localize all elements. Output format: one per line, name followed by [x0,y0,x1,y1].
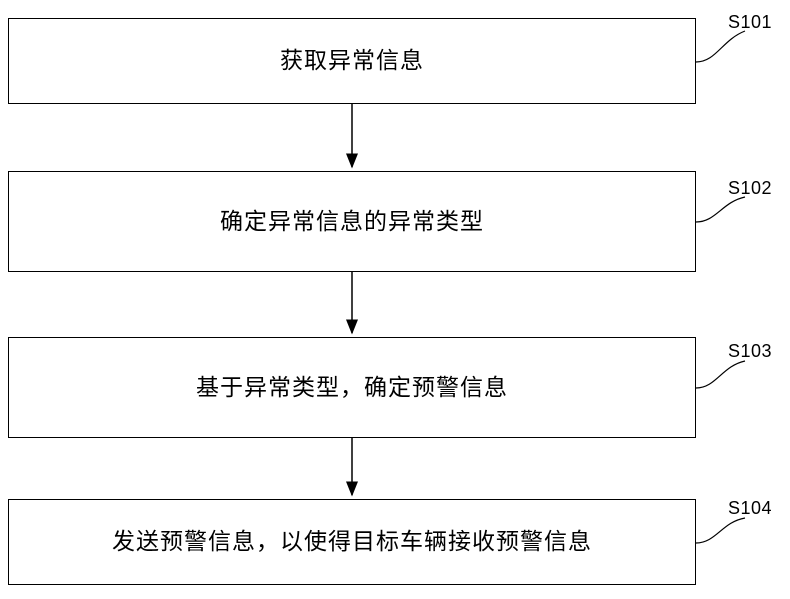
leader-line-s102 [695,196,746,223]
step-tag-s102: S102 [728,178,773,198]
step-box-s101: 获取异常信息 [8,18,696,104]
step-label-s101: 获取异常信息 [280,47,424,74]
step-tag-s103: S103 [728,341,773,361]
leader-line-s103 [695,360,746,389]
step-label-s102: 确定异常信息的异常类型 [220,207,484,234]
step-label-s104: 发送预警信息，以使得目标车辆接收预警信息 [112,528,592,555]
step-box-s103: 基于异常类型，确定预警信息 [8,337,696,438]
step-box-s102: 确定异常信息的异常类型 [8,171,696,272]
leader-line-s104 [695,517,746,544]
step-tag-s104: S104 [728,498,773,518]
step-tag-s101: S101 [728,12,773,32]
leader-line-s101 [695,30,746,63]
step-label-s103: 基于异常类型，确定预警信息 [196,373,508,400]
step-box-s104: 发送预警信息，以使得目标车辆接收预警信息 [8,499,696,585]
